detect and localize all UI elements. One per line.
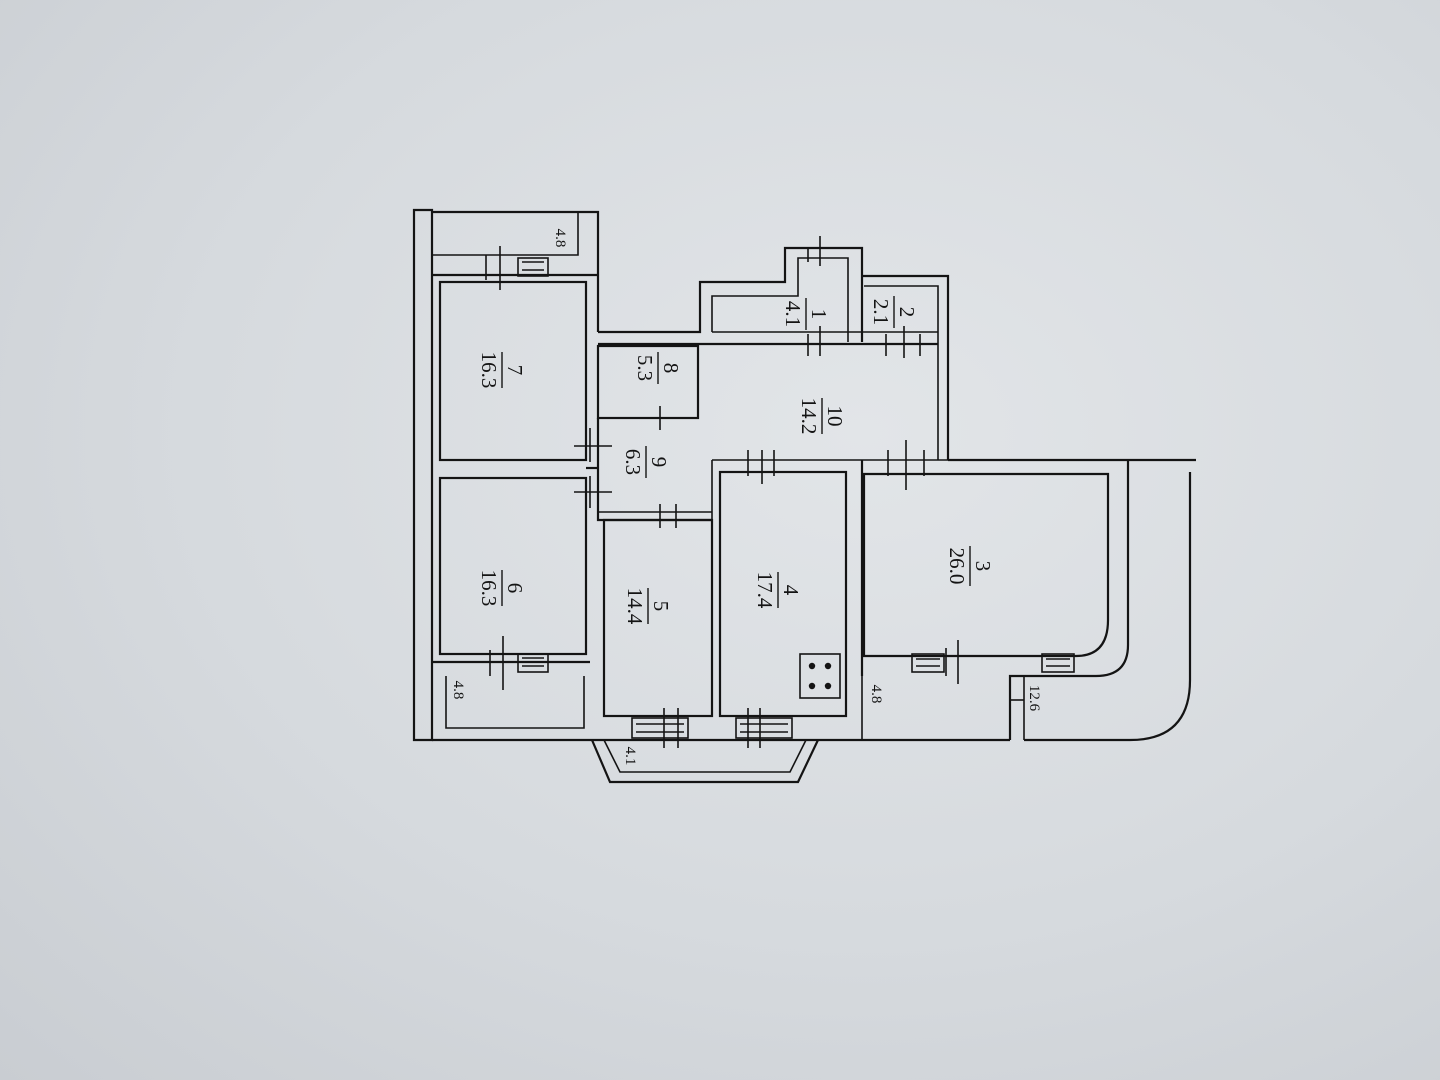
room-label-9: 9 6.3 — [621, 446, 671, 478]
svg-text:4.1: 4.1 — [622, 747, 638, 766]
room-label-7: 7 16.3 — [477, 352, 527, 389]
svg-text:6: 6 — [503, 583, 527, 594]
balcony-label-bottom-right: 4.8 — [868, 685, 884, 704]
room-label-6: 6 16.3 — [477, 570, 527, 607]
room-4-outline — [718, 470, 848, 718]
svg-text:4.8: 4.8 — [868, 685, 884, 704]
svg-text:2.1: 2.1 — [869, 299, 893, 325]
svg-text:4.1: 4.1 — [781, 301, 805, 327]
svg-text:14.4: 14.4 — [623, 588, 647, 625]
balcony-label-bottom-left: 4.8 — [450, 681, 466, 700]
room-label-4: 4 17.4 — [753, 572, 803, 609]
svg-text:16.3: 16.3 — [477, 352, 501, 389]
svg-text:1: 1 — [807, 309, 831, 320]
room-label-1: 1 4.1 — [781, 298, 831, 330]
svg-text:5: 5 — [649, 601, 673, 612]
room-label-2: 2 2.1 — [869, 296, 919, 328]
svg-text:3: 3 — [971, 561, 995, 572]
room-label-3: 3 26.0 — [945, 546, 995, 586]
room-label-10: 10 14.2 — [797, 398, 847, 435]
room-3-outline — [862, 472, 1110, 658]
svg-text:17.4: 17.4 — [753, 572, 777, 609]
outer-walls — [412, 208, 1196, 784]
svg-text:26.0: 26.0 — [945, 548, 969, 585]
room-label-8: 8 5.3 — [633, 352, 683, 384]
svg-text:5.3: 5.3 — [633, 355, 657, 381]
svg-text:7: 7 — [503, 365, 527, 376]
room-6-outline — [438, 476, 588, 656]
svg-text:6.3: 6.3 — [621, 449, 645, 475]
svg-text:10: 10 — [823, 406, 847, 427]
svg-text:14.2: 14.2 — [797, 398, 821, 435]
room-label-5: 5 14.4 — [623, 588, 673, 625]
svg-text:4.8: 4.8 — [450, 681, 466, 700]
svg-text:8: 8 — [659, 363, 683, 374]
stove-icon — [799, 653, 841, 699]
svg-text:9: 9 — [647, 457, 671, 468]
svg-text:4.8: 4.8 — [552, 229, 568, 248]
balcony-label-corner: 12.6 — [1026, 685, 1042, 712]
room-5-outline — [602, 518, 714, 718]
svg-text:12.6: 12.6 — [1026, 685, 1042, 712]
svg-text:16.3: 16.3 — [477, 570, 501, 607]
balcony-label-top: 4.8 — [552, 229, 568, 248]
balcony-label-bay: 4.1 — [622, 747, 638, 766]
room-outlines — [438, 280, 1110, 718]
room-8-outline — [596, 344, 700, 420]
openings — [485, 236, 1075, 748]
svg-text:4: 4 — [779, 585, 803, 596]
room-7-outline — [438, 280, 588, 462]
svg-text:2: 2 — [895, 307, 919, 318]
